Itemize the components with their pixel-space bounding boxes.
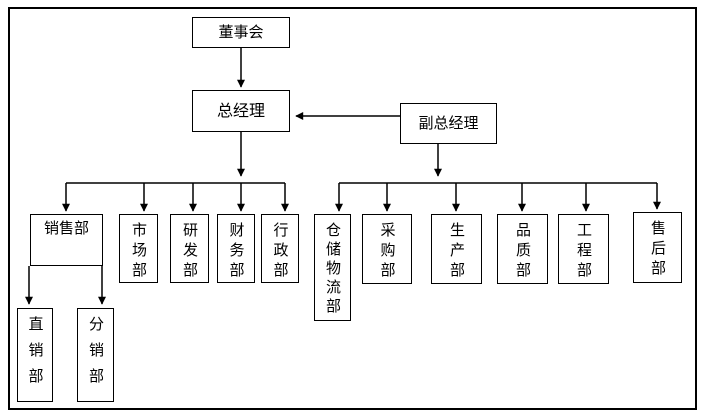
org-node-gm: 总经理 bbox=[192, 90, 290, 132]
org-node-admin: 行政部 bbox=[261, 214, 299, 283]
org-node-warehouse: 仓储物流部 bbox=[314, 214, 351, 321]
org-node-aftersales-label: 售后部 bbox=[649, 220, 667, 280]
org-node-purchase-label: 采购部 bbox=[378, 222, 397, 282]
org-node-marketing-label: 市场部 bbox=[130, 222, 148, 282]
org-node-admin-label: 行政部 bbox=[271, 222, 290, 282]
org-node-direct-sales-label: 直销部 bbox=[26, 316, 45, 394]
org-node-distribution: 分销部 bbox=[77, 308, 114, 402]
org-node-dgm-label: 副总经理 bbox=[418, 114, 479, 132]
org-node-finance: 财务部 bbox=[217, 214, 255, 283]
org-node-production-label: 生产部 bbox=[448, 222, 466, 282]
org-node-board: 董事会 bbox=[192, 17, 290, 48]
org-node-sales-label: 销售部 bbox=[43, 219, 89, 237]
org-node-purchase: 采购部 bbox=[362, 214, 412, 284]
org-node-rd: 研发部 bbox=[170, 214, 209, 283]
org-node-finance-label: 财务部 bbox=[227, 222, 246, 282]
org-node-engineering: 工程部 bbox=[558, 214, 609, 284]
org-node-direct-sales: 直销部 bbox=[17, 308, 53, 402]
org-node-distribution-label: 分销部 bbox=[87, 316, 105, 394]
org-node-warehouse-label: 仓储物流部 bbox=[324, 222, 342, 317]
org-node-rd-label: 研发部 bbox=[181, 222, 199, 282]
org-node-quality: 品质部 bbox=[497, 214, 548, 284]
org-node-gm-label: 总经理 bbox=[216, 101, 265, 120]
org-node-engineering-label: 工程部 bbox=[575, 222, 593, 282]
org-node-marketing: 市场部 bbox=[119, 214, 158, 283]
org-node-dgm: 副总经理 bbox=[400, 103, 497, 144]
org-node-sales: 销售部 bbox=[30, 214, 103, 266]
org-node-quality-label: 品质部 bbox=[514, 222, 532, 282]
org-node-board-label: 董事会 bbox=[218, 23, 264, 41]
org-node-production: 生产部 bbox=[431, 214, 482, 284]
org-node-aftersales: 售后部 bbox=[633, 212, 682, 283]
